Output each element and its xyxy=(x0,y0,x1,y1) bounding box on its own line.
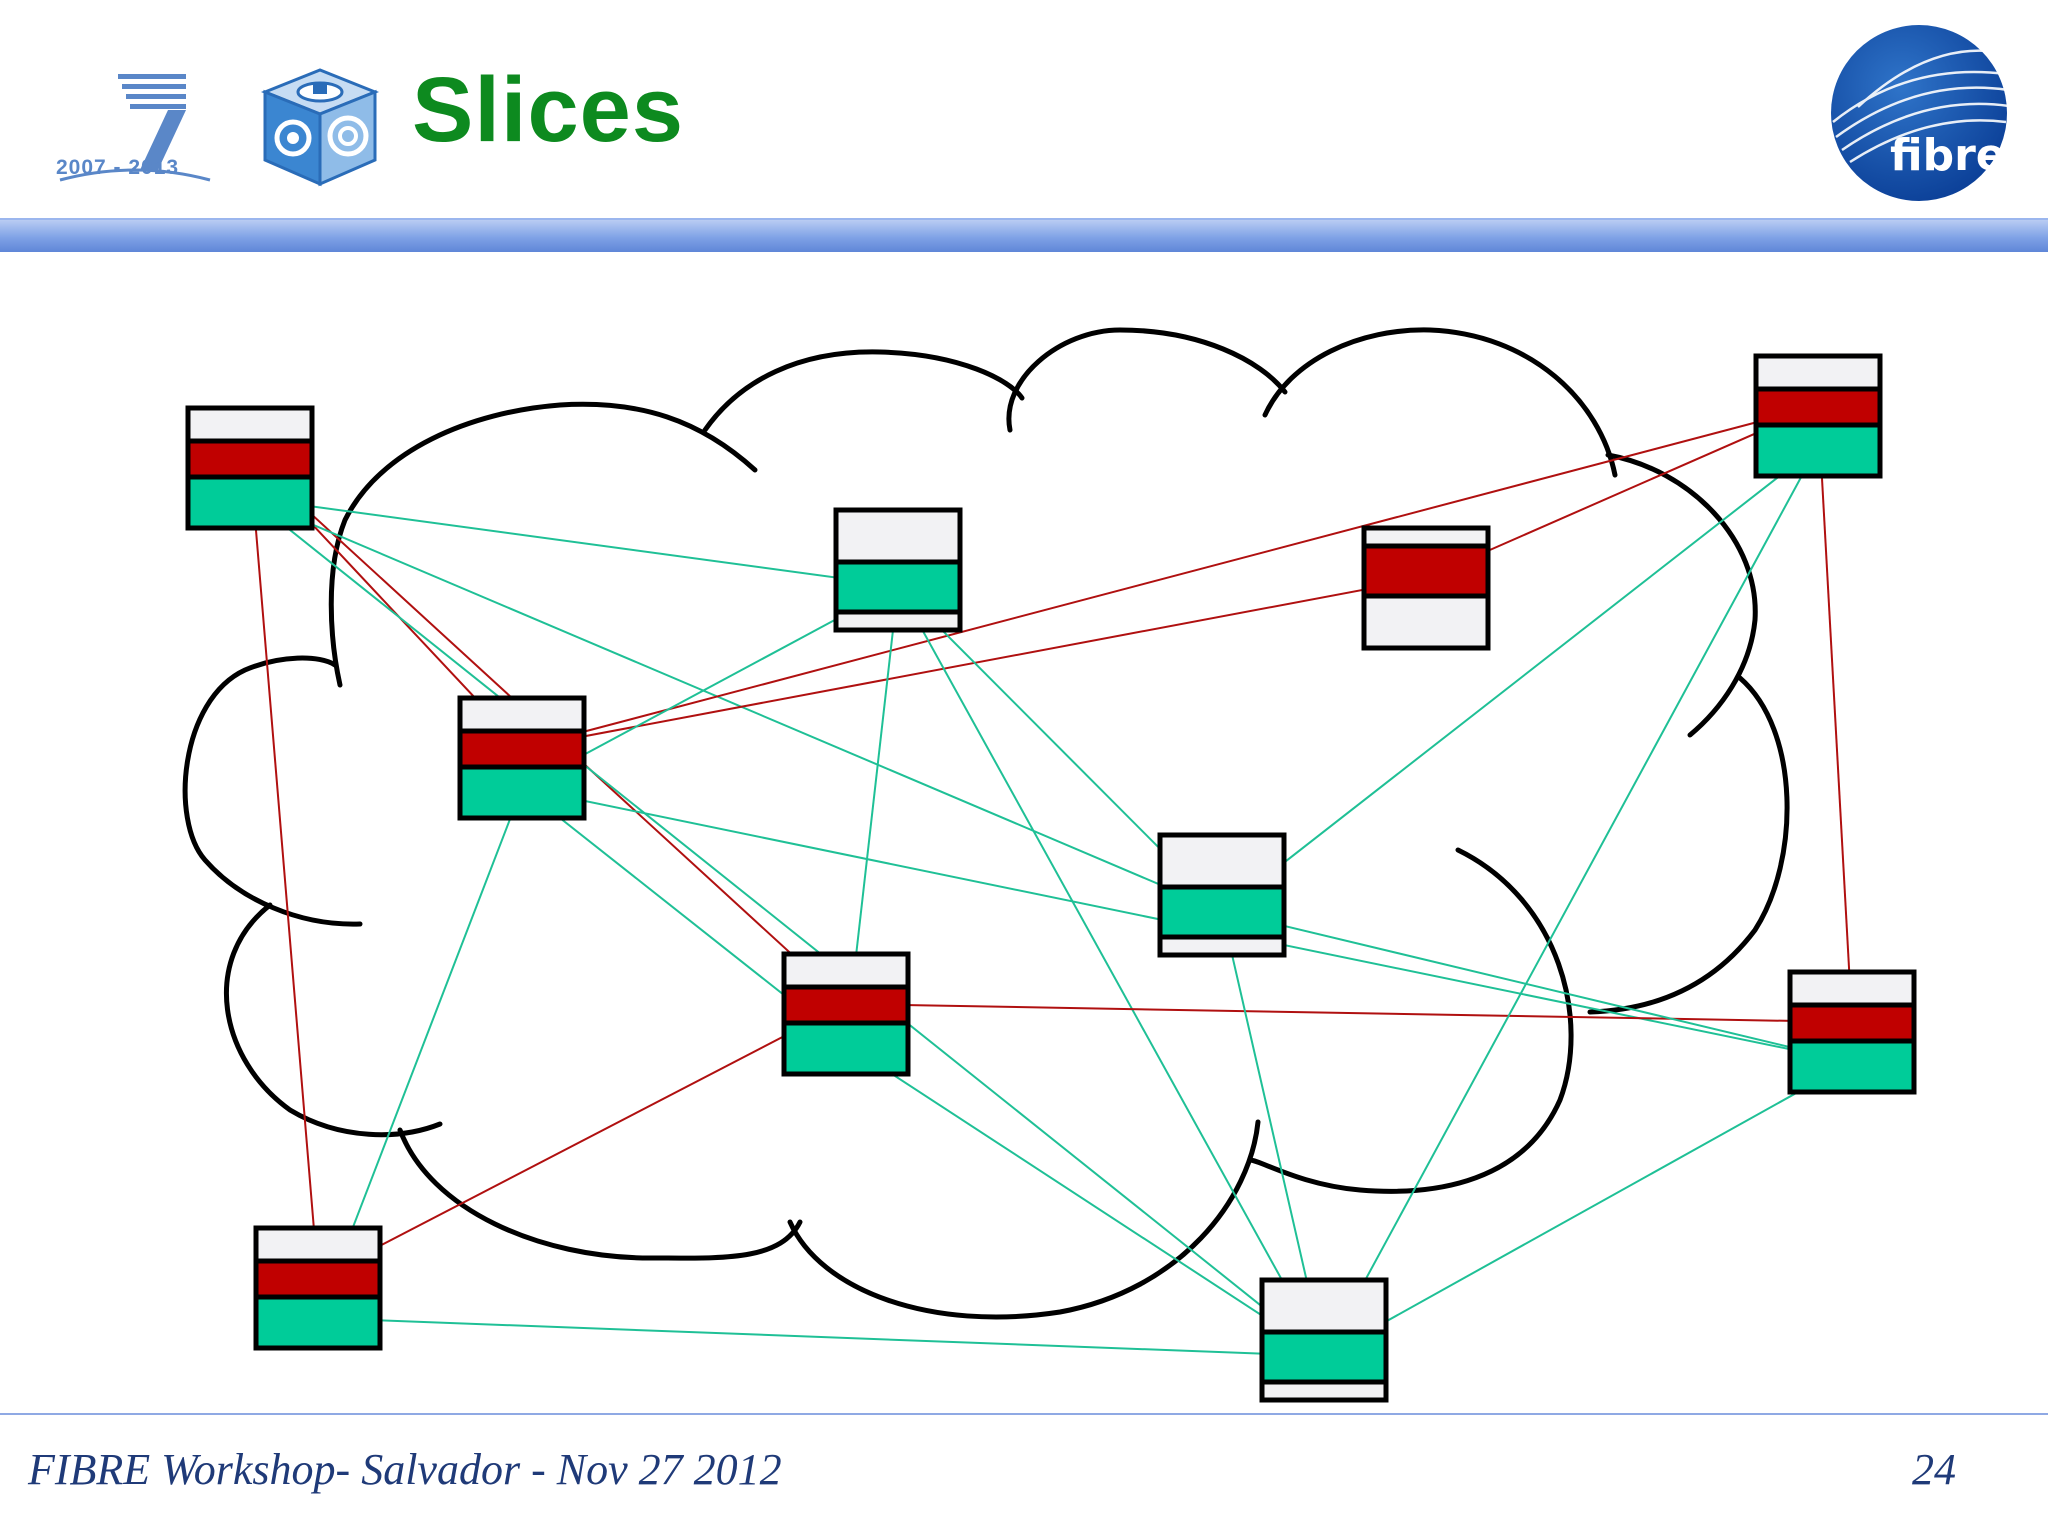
links-layer xyxy=(249,405,1853,1357)
link-green-n8-n10 xyxy=(1323,1061,1853,1357)
link-red-n5-n9 xyxy=(317,1003,847,1279)
green-slice-band xyxy=(833,559,963,615)
red-slice-band xyxy=(253,1258,383,1300)
cube-logo xyxy=(260,68,380,187)
link-green-n7-n6 xyxy=(1221,445,1819,912)
node-n3 xyxy=(1361,525,1491,651)
node-n7 xyxy=(1753,353,1883,479)
footer-text: FIBRE Workshop- Salvador - Nov 27 2012 xyxy=(28,1445,782,1494)
green-slice-band xyxy=(1787,1038,1917,1095)
link-green-n1-n2 xyxy=(249,497,899,587)
node-n9 xyxy=(253,1225,383,1351)
node-n5 xyxy=(781,951,911,1077)
node-n8 xyxy=(1787,969,1917,1095)
green-slice-band xyxy=(1157,884,1287,940)
green-slice-band xyxy=(185,474,315,531)
link-green-n5-n10 xyxy=(845,1043,1325,1357)
node-n10 xyxy=(1259,1277,1389,1403)
green-slice-band xyxy=(1259,1329,1389,1385)
nodes-layer xyxy=(185,353,1917,1403)
link-green-n9-n10 xyxy=(317,1317,1325,1357)
link-green-n7-n10 xyxy=(1323,445,1819,1357)
page-number: 24 xyxy=(1912,1445,1956,1494)
footer-divider xyxy=(0,1413,2048,1415)
link-red-n5-n8 xyxy=(845,1003,1853,1023)
red-slice-band xyxy=(1753,386,1883,428)
green-slice-band xyxy=(253,1294,383,1351)
red-slice-band xyxy=(781,984,911,1026)
header-bar xyxy=(0,218,2048,252)
red-slice-band xyxy=(457,728,587,770)
node-n6 xyxy=(1157,832,1287,958)
fp7-logo xyxy=(59,74,211,182)
green-slice-band xyxy=(1753,422,1883,479)
fibre-logo-text: fibre xyxy=(1890,130,2006,181)
link-green-n2-n10 xyxy=(897,585,1325,1357)
link-red-n3-n7 xyxy=(1425,405,1819,579)
link-red-n1-n9 xyxy=(249,457,319,1279)
red-slice-band xyxy=(185,438,315,480)
slide-title: Slices xyxy=(412,59,684,161)
red-slice-band xyxy=(1787,1002,1917,1044)
fp7-years-label: 2007 - 2013 xyxy=(56,156,180,179)
node-n1 xyxy=(185,405,315,531)
red-slice-band xyxy=(1361,543,1491,599)
green-slice-band xyxy=(781,1020,911,1077)
node-n2 xyxy=(833,507,963,633)
link-green-n6-n8 xyxy=(1221,910,1853,1063)
green-slice-band xyxy=(457,764,587,821)
link-red-n4-n7 xyxy=(521,405,1819,749)
network-cloud xyxy=(182,327,1790,1320)
link-green-n1-n6 xyxy=(249,497,1223,912)
link-green-n1-n10 xyxy=(249,497,1325,1357)
node-n4 xyxy=(457,695,587,821)
fibre-logo: fibre xyxy=(1831,25,2010,201)
link-red-n7-n8 xyxy=(1817,405,1853,1023)
